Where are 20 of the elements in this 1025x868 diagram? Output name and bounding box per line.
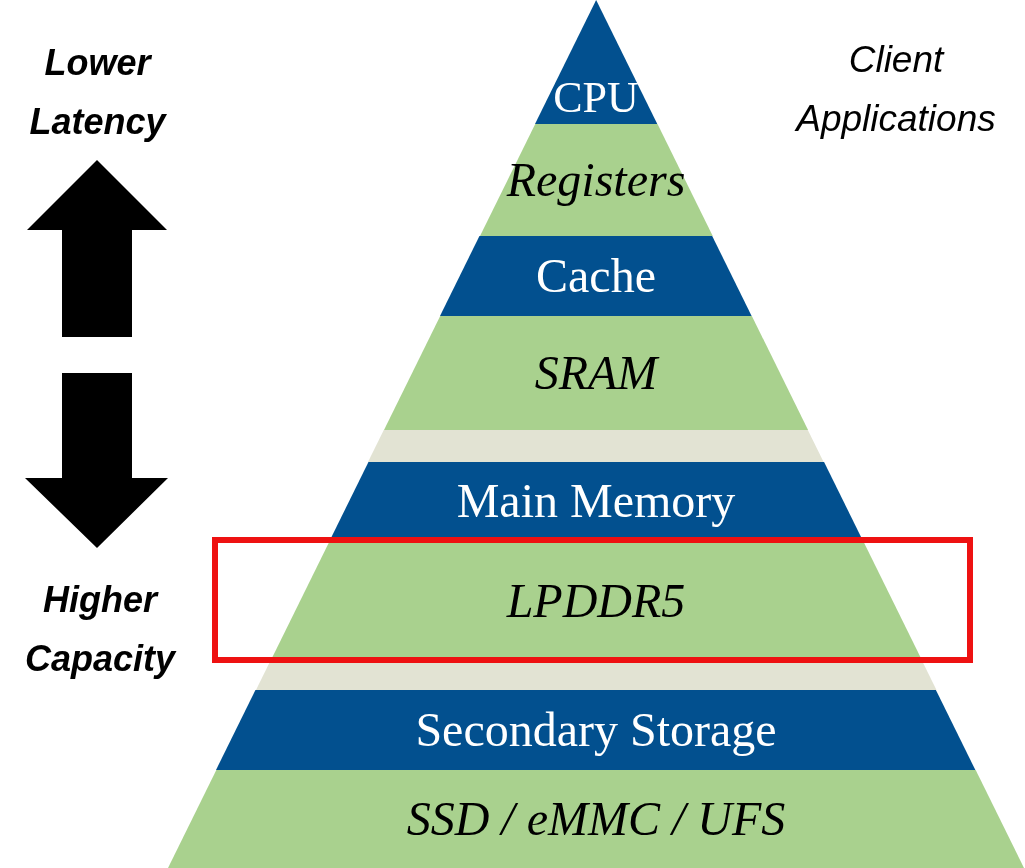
tier-label: LPDDR5 (505, 577, 687, 625)
pyramid-tier (534, 0, 658, 124)
pyramid-tier (255, 662, 937, 690)
tier-label: CPU (552, 76, 640, 120)
tier-label: Cache (535, 252, 657, 300)
axis-caption: Lower Latency (28, 41, 168, 144)
tier-label: SSD / eMMC / UFS (405, 795, 787, 843)
pyramid-tier (329, 462, 863, 540)
pyramid-tier (368, 430, 824, 462)
axis-caption: Higher Capacity (23, 578, 178, 681)
pyramid-tier (383, 316, 808, 430)
pyramid-tier (440, 236, 752, 316)
tier-label: Main Memory (455, 477, 737, 525)
axis-caption: Client Applications (793, 38, 997, 141)
pyramid-tier (216, 690, 976, 770)
tier-label: Secondary Storage (414, 706, 778, 754)
pyramid-tier (479, 124, 713, 236)
tier-label: Registers (505, 156, 687, 204)
tier-label: SRAM (533, 349, 661, 397)
pyramid-tier (168, 770, 1024, 868)
